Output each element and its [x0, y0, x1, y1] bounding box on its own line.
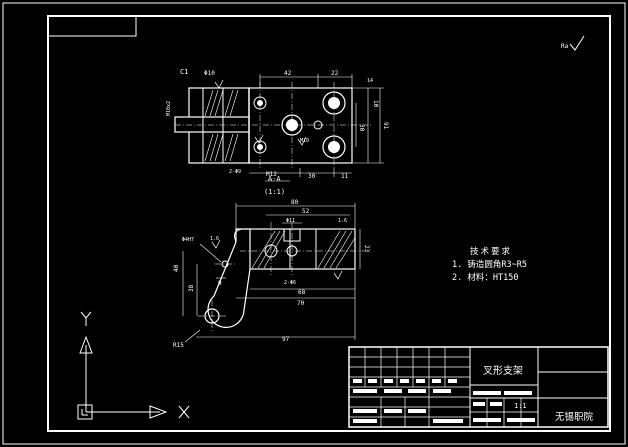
ucs-icon [77, 311, 190, 420]
label-m10x2: M10x2 [166, 101, 172, 116]
label-dim38: 38 [188, 284, 195, 292]
label-dim42: 42 [284, 70, 292, 77]
label-dim41: Φ11 [286, 218, 295, 224]
roughness-symbol: Ra [561, 35, 585, 51]
drawing-scale: 1:1 [514, 402, 527, 410]
technical-requirements: 技术要求 1. 铸造圆角R3~R5 2. 材料：HT150 [452, 246, 527, 285]
label-m12: M12 [266, 171, 277, 178]
inner-frame [47, 15, 611, 432]
code-box [47, 15, 137, 37]
label-dim30: 30 [358, 124, 365, 132]
label-phi10: Φ10 [204, 70, 215, 77]
label-fit: Φ4H7 [182, 237, 194, 243]
label-dim18: 1.6 [338, 218, 347, 224]
label-dim30b: 30 [308, 173, 316, 180]
label-dim40: 40 [173, 264, 180, 272]
label-dim23: 23 [363, 245, 370, 253]
label-r15: R15 [173, 342, 184, 349]
title-block [348, 346, 609, 428]
part-name: 叉形支架 [483, 366, 523, 377]
section-label: A-A [268, 175, 281, 183]
label-dim52: 52 [302, 208, 310, 215]
label-dim10: 10 [372, 100, 379, 108]
label-dim80: 80 [291, 199, 299, 206]
label-dim68: 68 [298, 289, 306, 296]
notes-item-2: 2. 材料：HT150 [452, 273, 519, 283]
label-dim14: 14 [367, 78, 373, 84]
label-dim97: 97 [282, 336, 290, 343]
notes-header: 技术要求 [470, 247, 513, 257]
label-c1: C1 [180, 68, 188, 76]
title-block-cell-text [353, 379, 535, 423]
label-holes2: 2-Φ6 [284, 280, 296, 286]
label-dim9: 9 [218, 280, 222, 287]
front-view: 80 52 Φ11 1.6 23 Φ4H7 1.6 40 38 9 2-Φ6 6… [173, 199, 370, 349]
school-name: 无锡职院 [554, 412, 593, 423]
notes-item-1: 1. 铸造圆角R3~R5 [452, 260, 527, 270]
label-dim70: 70 [297, 300, 305, 307]
scale-label: (1:1) [264, 188, 285, 196]
roughness-mark: Ra [561, 43, 569, 50]
label-ang: 1.6 [210, 236, 219, 242]
label-holes: 2-Φ9 [229, 169, 241, 175]
top-view: C1 Φ10 42 22 10 30 91 M10 M12 M10x2 2-Φ9… [166, 68, 389, 196]
label-dim11: 11 [341, 173, 349, 180]
label-dim22: 22 [331, 70, 339, 77]
label-dim91: 91 [382, 122, 389, 130]
label-m10: M10 [300, 138, 309, 144]
